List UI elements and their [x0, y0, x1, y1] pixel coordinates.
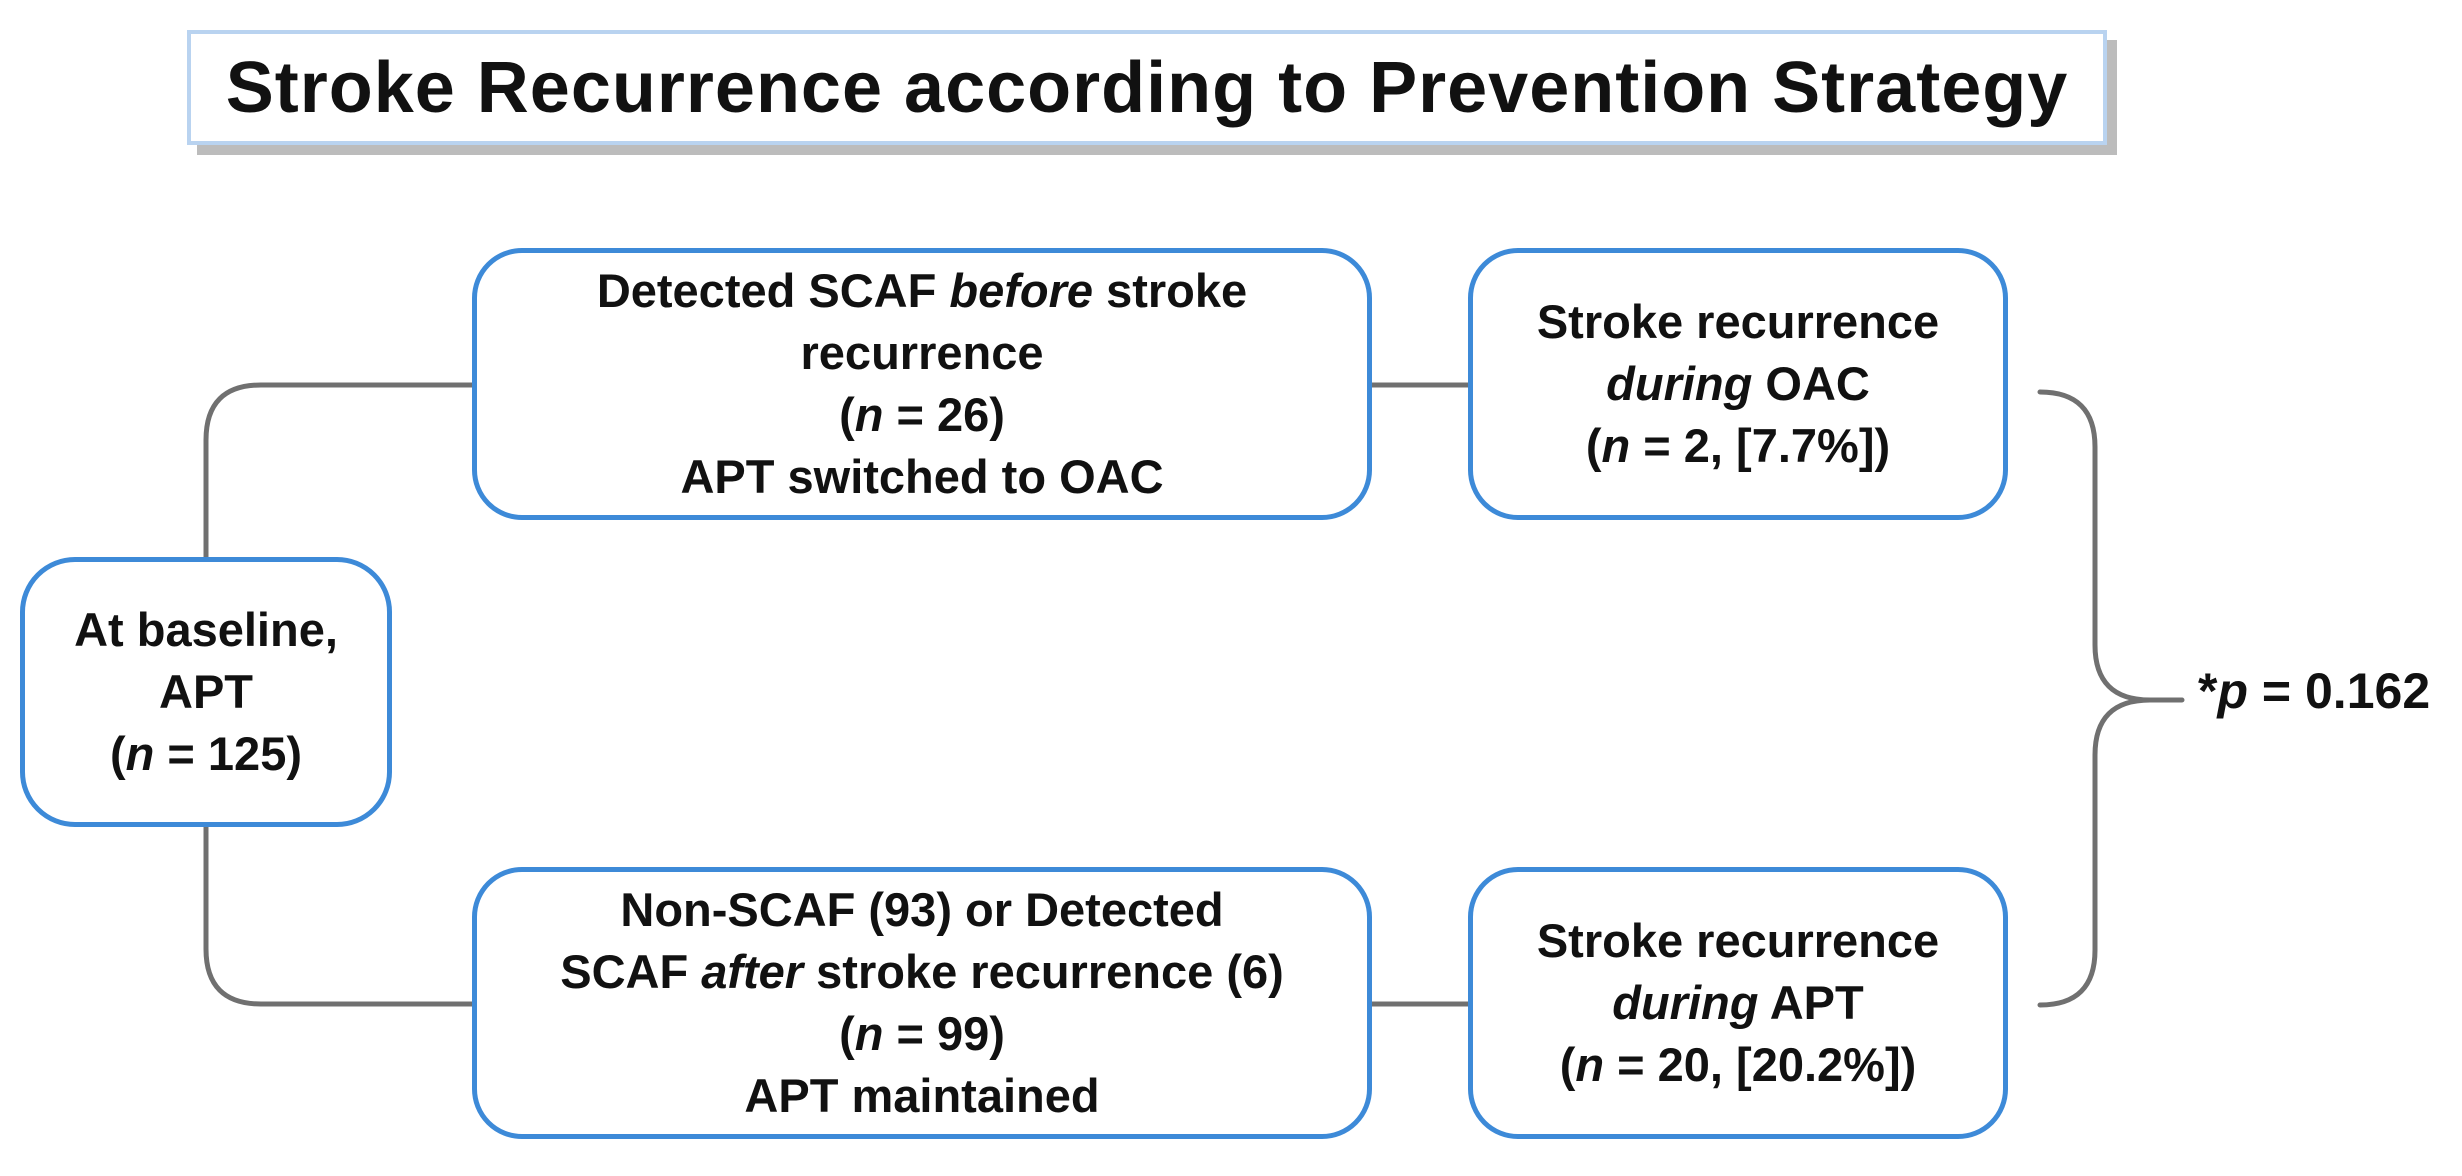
scaf-after-count: (n = 99): [839, 1007, 1005, 1060]
connector-baseline-to-scaf-after: [203, 824, 475, 1007]
recurrence-during-apt-box: Stroke recurrence during APT (n = 20, [2…: [1468, 867, 2008, 1139]
baseline-count: (n = 125): [109, 727, 302, 780]
scaf-before-line-1: Detected SCAF before stroke: [596, 264, 1248, 317]
baseline-line-1: At baseline,: [74, 603, 338, 656]
scaf-after-line-1: Non-SCAF (93) or Detected: [620, 883, 1224, 936]
during-oac-line-2: during OAC: [1606, 357, 1870, 410]
recurrence-during-oac-box: Stroke recurrence during OAC (n = 2, [7.…: [1468, 248, 2008, 520]
baseline-line-2: APT: [159, 665, 253, 718]
scaf-before-line-2: recurrence: [800, 326, 1044, 379]
comparison-brace: [2037, 389, 2185, 1008]
during-oac-line-1: Stroke recurrence: [1536, 295, 1940, 348]
during-oac-count: (n = 2, [7.7%]): [1585, 419, 1891, 472]
baseline-apt-box: At baseline, APT (n = 125): [20, 557, 392, 827]
non-scaf-or-scaf-after-box: Non-SCAF (93) or Detected SCAF after str…: [472, 867, 1372, 1139]
title-box: Stroke Recurrence according to Preventio…: [187, 30, 2107, 145]
scaf-after-line-4: APT maintained: [744, 1069, 1100, 1122]
scaf-before-line-4: APT switched to OAC: [680, 450, 1164, 503]
diagram-title: Stroke Recurrence according to Preventio…: [225, 47, 2069, 128]
detected-scaf-before-box: Detected SCAF before stroke recurrence (…: [472, 248, 1372, 520]
p-value-label: *p = 0.162: [2198, 663, 2431, 719]
during-apt-line-2: during APT: [1612, 976, 1864, 1029]
scaf-after-line-2: SCAF after stroke recurrence (6): [560, 945, 1284, 998]
connector-baseline-to-scaf-before: [203, 382, 475, 560]
during-apt-line-1: Stroke recurrence: [1536, 914, 1940, 967]
scaf-before-count: (n = 26): [839, 388, 1005, 441]
during-apt-count: (n = 20, [20.2%]): [1559, 1038, 1917, 1091]
